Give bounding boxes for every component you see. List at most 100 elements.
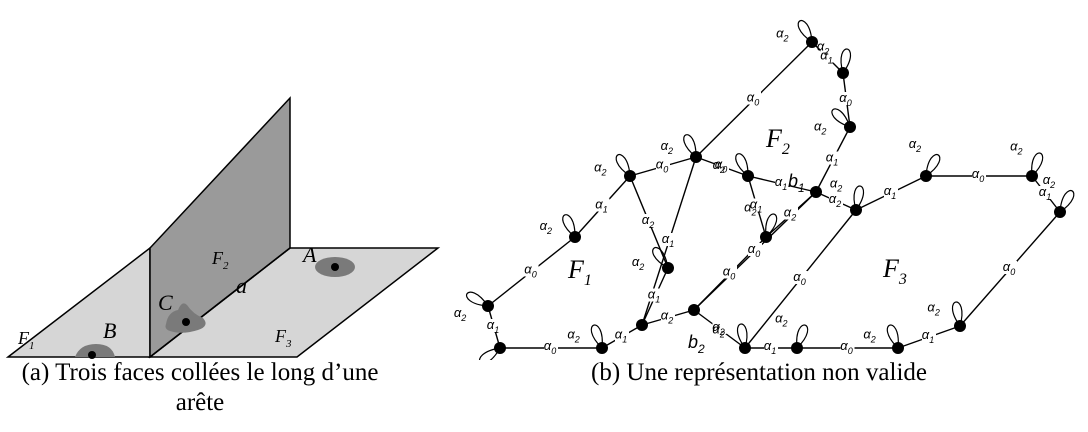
map-loop-label: α2: [661, 138, 673, 156]
map-loop: [479, 347, 501, 360]
map-loop-label: α2: [1010, 138, 1022, 156]
map-loop-label: α2: [632, 254, 644, 272]
map-node: [482, 300, 494, 312]
map-loop-label: α2: [540, 218, 552, 236]
map-loop: [562, 214, 576, 238]
map-edge-label-bg: [712, 321, 727, 334]
map-node: [739, 342, 751, 354]
map-loop: [853, 185, 865, 211]
map-loop: [735, 153, 749, 177]
map-loop-label: α2: [594, 160, 606, 178]
map-node: [569, 231, 581, 243]
left-edge-a-label: a: [236, 273, 247, 298]
map-node: [624, 170, 636, 182]
map-edge-label-bg: [784, 206, 798, 220]
map-edge-label-bg: [972, 168, 986, 181]
map-nodes: [482, 36, 1066, 354]
blob-b: [75, 344, 115, 357]
map-node: [1026, 170, 1038, 182]
map-labels: α0α1α1α0α1α0α1α0α1α1α1α0α1α0α2α1α2α0α2α0…: [454, 26, 1055, 356]
right-f1-label: F1: [567, 255, 592, 289]
map-edge-label-bg: [922, 329, 936, 342]
map-node: [837, 67, 849, 79]
map-edge-label-bg: [715, 158, 729, 172]
map-edge-label-bg: [524, 263, 539, 277]
map-edge-label-bg: [747, 91, 761, 105]
left-a-point-label: A: [301, 242, 317, 267]
map-edge-label-bg: [775, 176, 789, 189]
map-loop-label: α2: [454, 305, 466, 323]
map-loop: [797, 19, 813, 43]
map-node: [662, 262, 674, 274]
map-edge-label-bg: [615, 328, 629, 342]
map-loop: [840, 48, 852, 74]
caption-a: (a) Trois faces collées le long d’une ar…: [21, 359, 379, 416]
map-edge-label-bg: [826, 151, 840, 165]
map-loop-label: α2: [814, 118, 826, 136]
map-edge-label-bg: [661, 309, 675, 323]
edge-a-line: [149, 247, 291, 358]
map-node: [636, 319, 648, 331]
point-b-dot: [88, 351, 96, 359]
map-loop-label: α2: [775, 310, 787, 328]
map-loop-label: α2: [927, 300, 939, 318]
left-c-point-label: C: [158, 290, 173, 315]
map-loop: [683, 134, 697, 158]
map-node: [850, 204, 862, 216]
left-f3-label: F3: [274, 326, 292, 350]
map-loop: [831, 108, 851, 128]
map-loop-label: α2: [776, 26, 788, 44]
map-edge-label-bg: [793, 271, 808, 284]
map-edge-label-bg: [839, 92, 854, 105]
map-loops: [465, 19, 1075, 360]
dart-b1-label: b1: [788, 171, 805, 195]
right-f2-label: F2: [765, 124, 790, 158]
map-node: [806, 36, 818, 48]
map-lines: [487, 41, 1061, 349]
map-node: [494, 342, 506, 354]
map-loop: [615, 153, 631, 177]
map-edge-label-bg: [884, 185, 898, 198]
map-node: [791, 342, 803, 354]
map-node: [742, 170, 754, 182]
left-panel: F2 F1 F3 A B C a: [5, 96, 441, 359]
map-node: [844, 121, 856, 133]
map-node: [892, 342, 904, 354]
map-edge-label-bg: [829, 193, 843, 206]
map-node: [688, 304, 700, 316]
left-b-point-label: B: [103, 318, 116, 343]
map-loop: [736, 323, 748, 349]
map-edge-label-bg: [748, 243, 762, 256]
map-edge-label-bg: [487, 319, 501, 332]
map-edge-label-bg: [1003, 261, 1017, 274]
map-node: [954, 320, 966, 332]
map-loop: [1031, 152, 1044, 177]
caption-b: (b) Une représentation non valide: [591, 359, 927, 386]
left-f2-label: F2: [211, 248, 229, 272]
point-c-dot: [182, 318, 190, 326]
map-edge-label-bg: [642, 214, 656, 227]
map-edge-label-bg: [662, 233, 676, 246]
map-edge-label-bg: [840, 340, 855, 353]
map-node: [690, 151, 702, 163]
map-loop: [951, 301, 963, 327]
point-a-dot: [331, 263, 339, 271]
map-node: [1054, 206, 1066, 218]
map-node: [920, 170, 932, 182]
map-edge-label-bg: [656, 158, 670, 172]
map-loop: [925, 153, 941, 177]
figure: F2 F1 F3 A B C a α0α1α1α0α1α0α1α0α1α1α1α…: [5, 19, 1075, 360]
map-loop-label: α2: [863, 327, 875, 345]
map-edge-label-bg: [544, 340, 558, 353]
map-loop-label: α2: [909, 136, 921, 154]
right-panel-labels: F2 F1 F3 b1 b2: [567, 124, 907, 356]
map-edge-label-bg: [723, 265, 737, 279]
map-loop: [465, 291, 489, 307]
map-node: [810, 186, 822, 198]
map-loop: [590, 324, 603, 349]
map-edge-label-bg: [648, 288, 662, 302]
map-loop-label: α2: [567, 327, 579, 345]
map-edge-label-bg: [750, 198, 764, 212]
map-node: [760, 231, 772, 243]
map-node: [596, 342, 608, 354]
